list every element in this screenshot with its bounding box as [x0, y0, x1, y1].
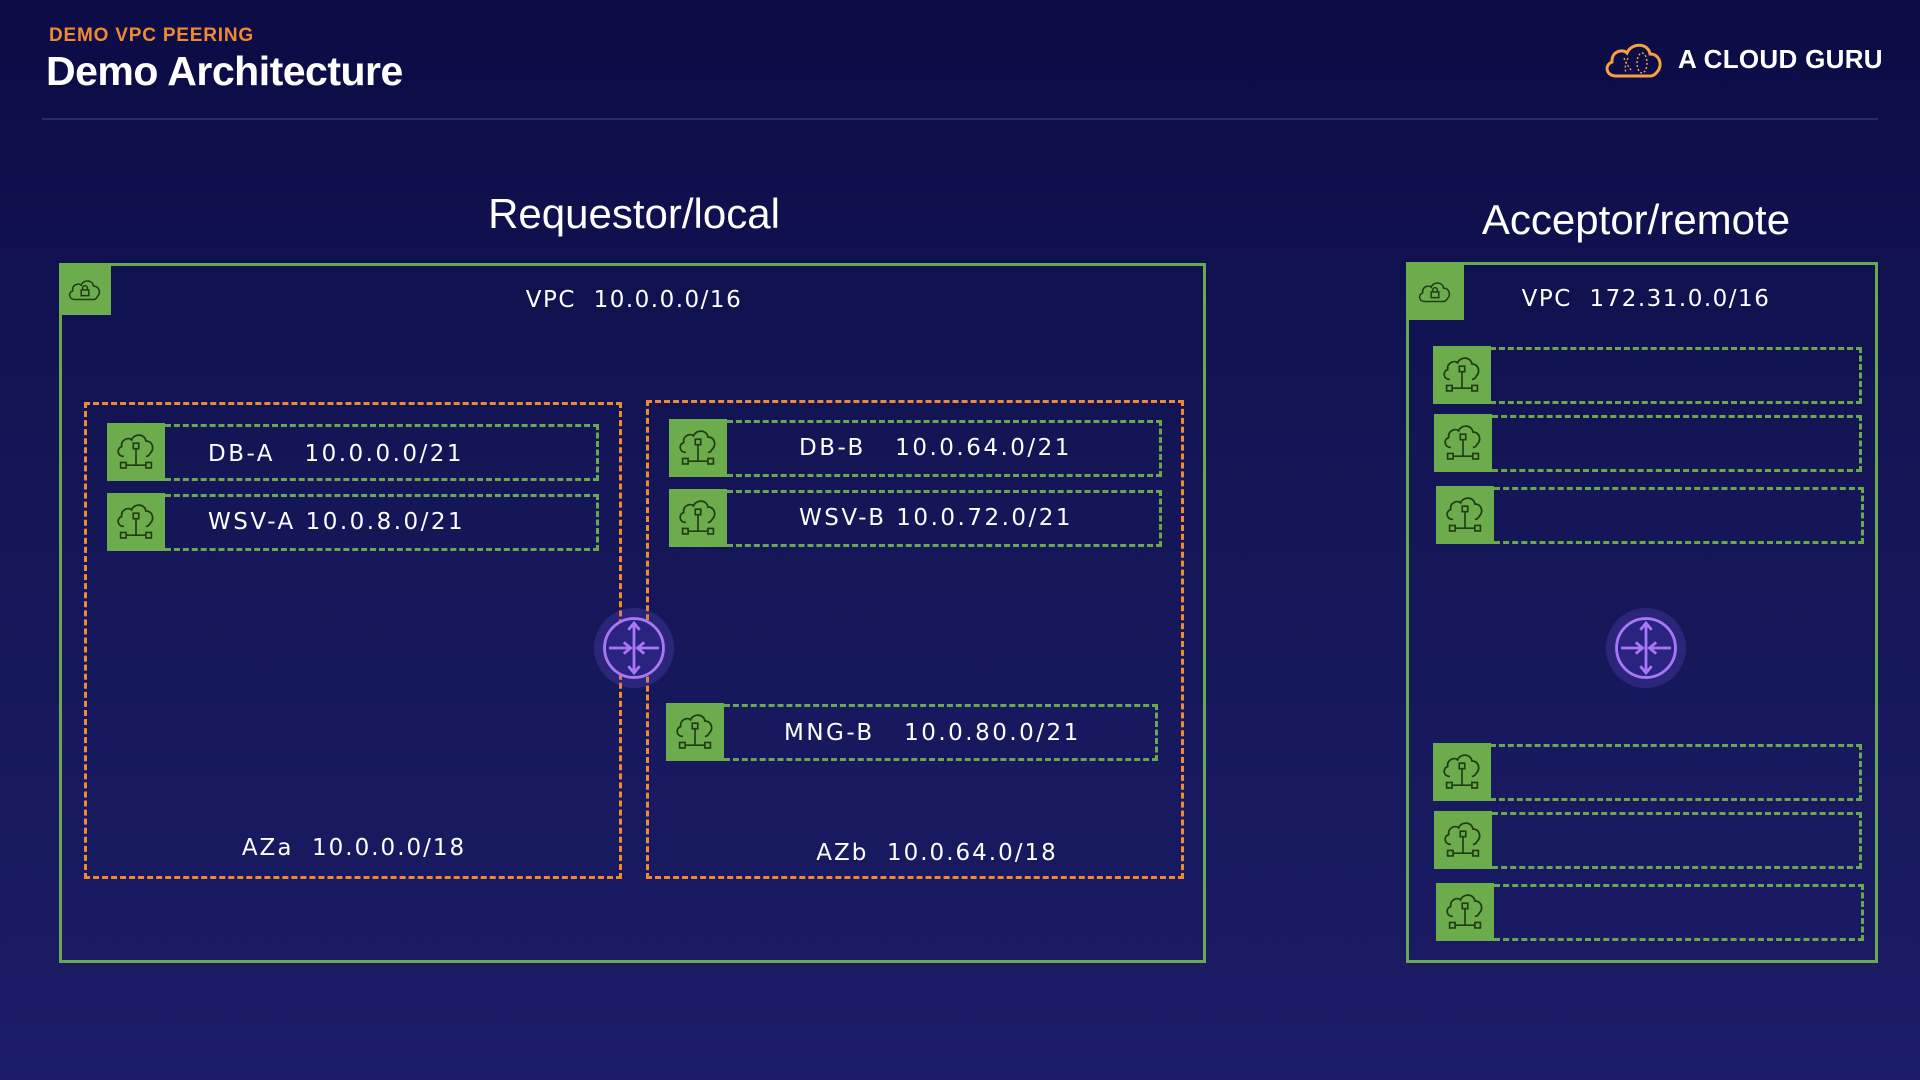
requestor-vpc-label: VPC 10.0.0.0/16 — [525, 287, 743, 313]
requestor-vpc — [59, 263, 1206, 963]
remote-subnet — [1490, 744, 1862, 801]
subnet-icon — [1436, 486, 1494, 544]
subnet-label: WSV-B 10.0.72.0/21 — [799, 505, 1074, 531]
subnet-icon — [1434, 414, 1492, 472]
subnet-wsv-b — [727, 490, 1162, 547]
subnet-icon — [1433, 346, 1491, 404]
az-b-label: AZb 10.0.64.0/18 — [816, 840, 1058, 866]
subnet-wsv-a — [165, 494, 599, 551]
subnet-icon — [1433, 743, 1491, 801]
page-title: Demo Architecture — [46, 48, 403, 94]
subnet-icon — [669, 419, 727, 477]
vpc-cloud-lock-icon — [1406, 262, 1464, 320]
subnet-icon — [107, 423, 165, 481]
brand-name: A CLOUD GURU — [1678, 43, 1883, 74]
vpc-cloud-lock-icon — [59, 263, 111, 315]
cloud-logo-icon — [1605, 43, 1662, 78]
remote-subnet — [1492, 812, 1862, 869]
acceptor-title: Acceptor/remote — [1481, 196, 1791, 243]
subnet-db-b — [727, 420, 1162, 477]
remote-subnet — [1494, 487, 1864, 544]
requestor-title: Requestor/local — [488, 190, 780, 237]
router-icon — [594, 608, 674, 688]
acceptor-vpc-label: VPC 172.31.0.0/16 — [1521, 286, 1771, 312]
section-subtitle: DEMO VPC PEERING — [49, 25, 254, 46]
router-icon — [1606, 608, 1686, 688]
subnet-label: DB-B 10.0.64.0/21 — [799, 435, 1072, 461]
acceptor-vpc — [1406, 262, 1878, 963]
subnet-icon — [666, 703, 724, 761]
subnet-label: MNG-B 10.0.80.0/21 — [784, 720, 1081, 746]
subnet-label: DB-A 10.0.0.0/21 — [208, 441, 465, 467]
remote-subnet — [1494, 884, 1864, 941]
subnet-label: WSV-A 10.0.8.0/21 — [208, 509, 466, 535]
subnet-icon — [1434, 811, 1492, 869]
header-divider — [42, 118, 1878, 120]
subnet-icon — [107, 493, 165, 551]
az-a-label: AZa 10.0.0.0/18 — [241, 835, 467, 861]
subnet-mng-b — [724, 704, 1158, 761]
brand-logo: A CLOUD GURU — [1602, 38, 1883, 80]
subnet-icon — [669, 489, 727, 547]
subnet-db-a — [165, 424, 599, 481]
subnet-icon — [1436, 883, 1494, 941]
remote-subnet — [1492, 415, 1862, 472]
remote-subnet — [1490, 347, 1862, 404]
